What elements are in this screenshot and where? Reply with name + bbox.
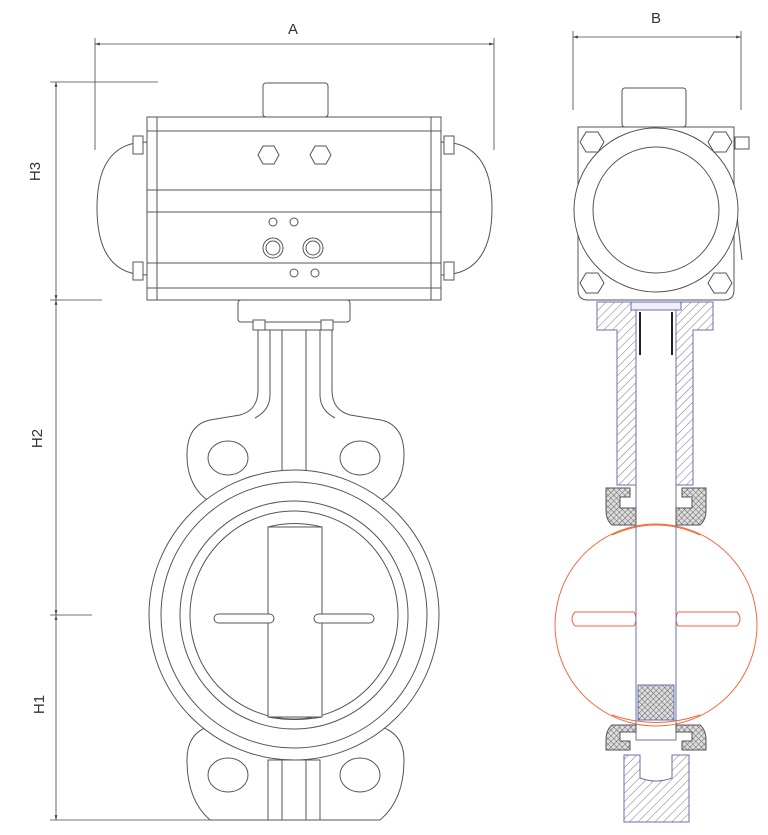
dimension-label-b: B: [651, 10, 662, 27]
disc-plate: [267, 526, 323, 718]
seat-ring: [179, 500, 409, 730]
actuator-top-cap: [621, 87, 687, 128]
right-end-cap: [440, 141, 493, 276]
front-view: [96, 82, 493, 821]
side-view: [554, 87, 758, 823]
disc-slot: [213, 613, 275, 624]
disc-slot: [313, 613, 375, 624]
actuator-end-circle: [573, 127, 739, 293]
left-end-cap: [96, 141, 148, 276]
mounting-plate: [237, 299, 351, 323]
hex-nut: [309, 145, 332, 165]
dimension-label-a: A: [288, 21, 299, 38]
disc-section: [554, 523, 758, 727]
hex-nut: [257, 145, 280, 165]
bottom-section: [623, 754, 690, 823]
actuator-top-cap: [262, 82, 329, 118]
